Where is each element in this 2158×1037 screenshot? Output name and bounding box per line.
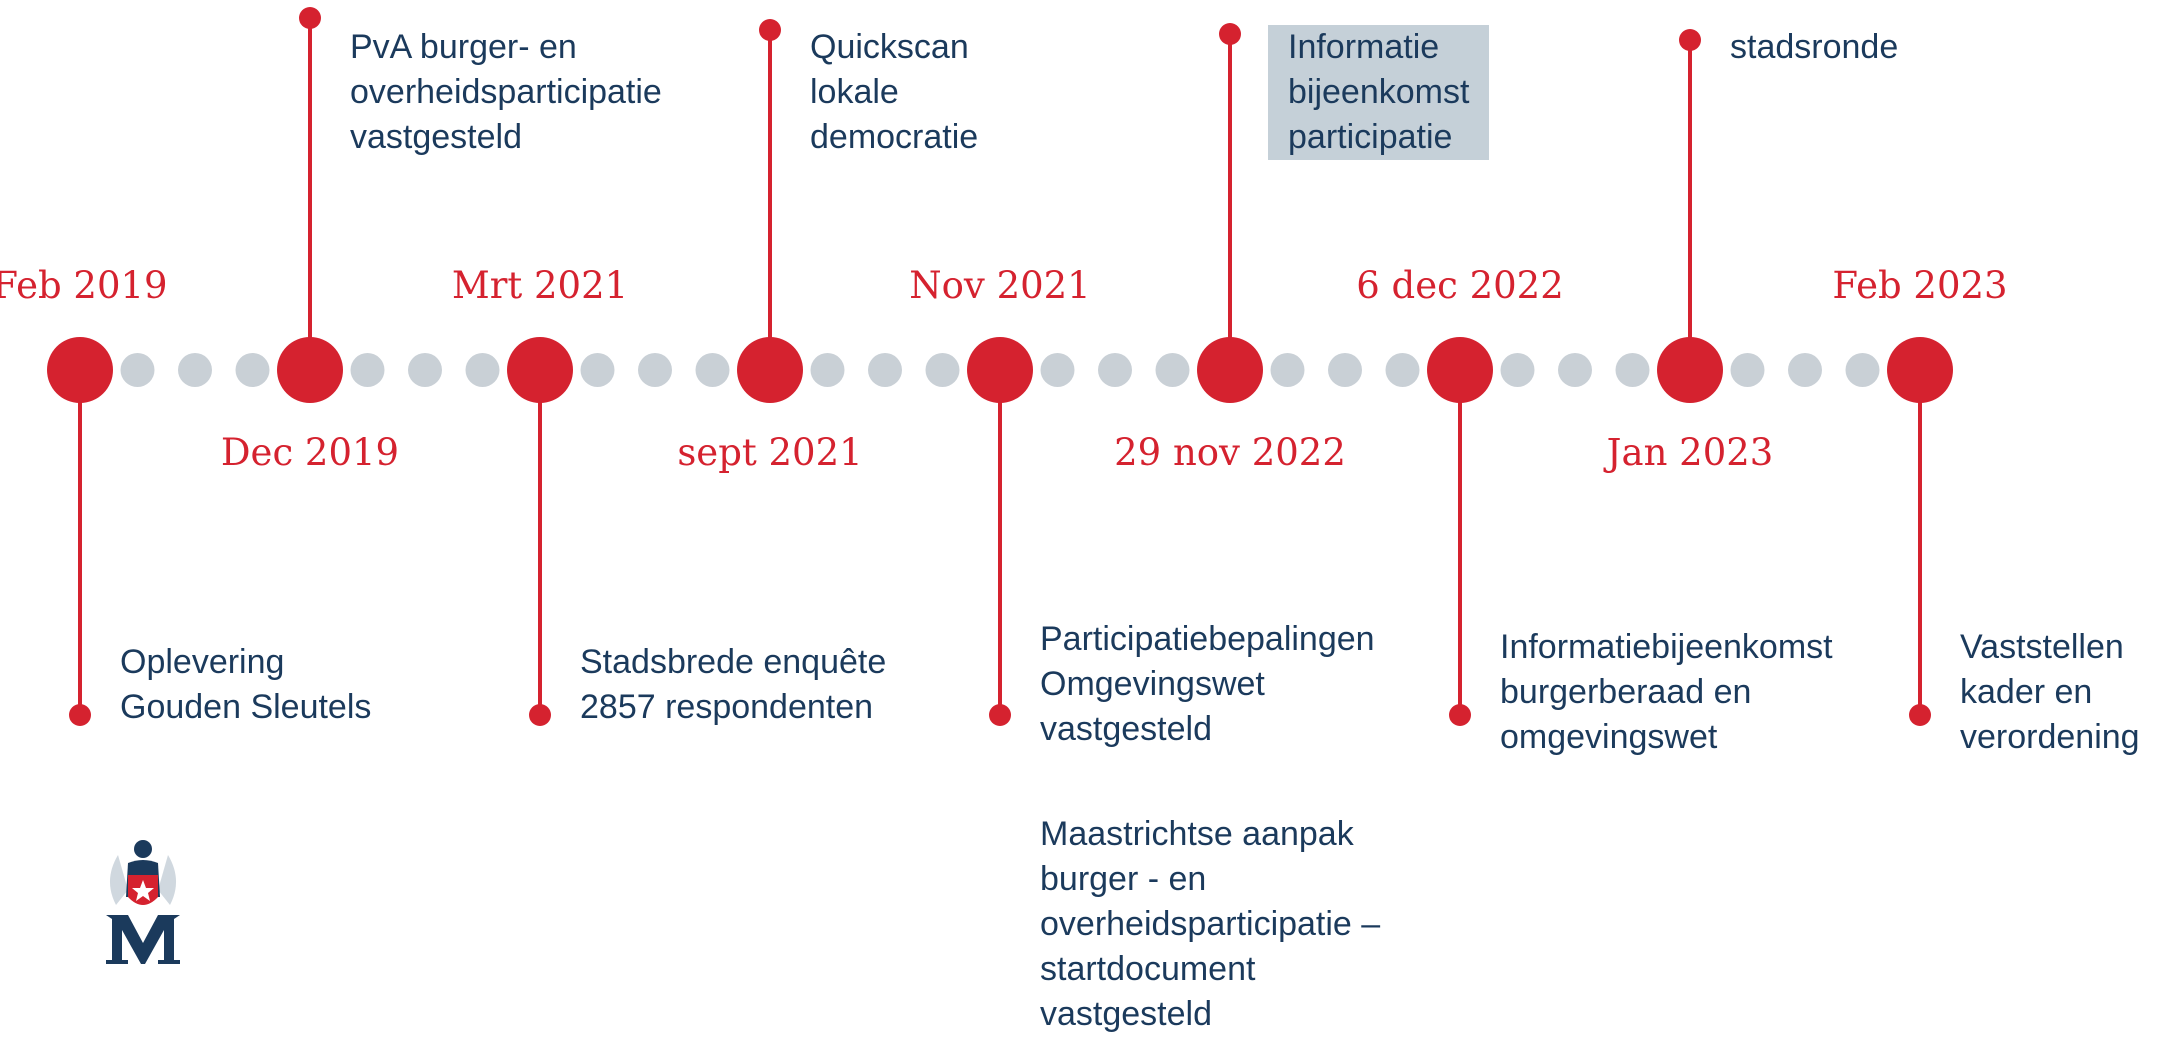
extra-note-text: Maastrichtse aanpak burger - en overheidsp… [1040, 812, 1380, 1037]
event-text-line: vastgesteld [1040, 710, 1212, 748]
event-text-line: Quickscan [810, 28, 969, 66]
connector-dot [1098, 353, 1132, 387]
event-text-line: Vaststellen [1960, 628, 2124, 666]
maastricht-logo [98, 835, 188, 965]
milestone-date: 6 dec 2022 [1356, 264, 1564, 307]
connector-dot [1155, 353, 1190, 387]
connector-dot [178, 353, 212, 387]
connector-dot [1385, 353, 1420, 387]
milestone-event-text: stadsronde [1730, 25, 1898, 70]
connector-dot [1500, 353, 1535, 387]
event-text-line: Stadsbrede enquête [580, 643, 887, 681]
milestone-dot [967, 337, 1033, 403]
event-text-line: PvA burger- en [350, 28, 577, 66]
milestone-date: Mrt 2021 [452, 264, 628, 307]
event-text-line: bijeenkomst [1288, 73, 1470, 111]
connector-dot [235, 353, 270, 387]
stem-end-dot [1219, 23, 1241, 45]
connector-dot [120, 353, 155, 387]
event-text-line: vastgesteld [350, 118, 522, 156]
milestone-date: sept 2021 [677, 431, 862, 474]
connector-dot [1328, 353, 1362, 387]
event-text-line: Omgevingswet [1040, 665, 1265, 703]
event-text-line: overheidsparticipatie [350, 73, 662, 111]
event-text-line: kader en [1960, 673, 2093, 711]
event-text-line: Participatiebepalingen [1040, 620, 1375, 658]
milestone-date: Jan 2023 [1603, 431, 1774, 474]
extra-note-line: vastgesteld [1040, 995, 1212, 1033]
milestone-date: 29 nov 2022 [1114, 431, 1346, 474]
stem-end-dot [1449, 704, 1471, 726]
connector-dot [925, 353, 960, 387]
event-text-line: 2857 respondenten [580, 688, 874, 726]
connector-dot [1845, 353, 1880, 387]
stem-end-dot [759, 19, 781, 41]
connector-dot [1730, 353, 1765, 387]
milestone-date: Feb 2019 [0, 264, 168, 307]
milestone-event-text: Stadsbrede enquête 2857 respondenten [580, 640, 886, 730]
milestone-dot [1197, 337, 1263, 403]
milestone-date: Dec 2019 [221, 431, 399, 474]
connector-dot [350, 353, 385, 387]
stem-end-dot [989, 704, 1011, 726]
extra-note-line: burger - en [1040, 860, 1207, 898]
event-text-line: democratie [810, 118, 979, 156]
connector-dot [1270, 353, 1305, 387]
event-text-line: stadsronde [1730, 28, 1899, 66]
stem-end-dot [1679, 29, 1701, 51]
stem-end-dot [299, 7, 321, 29]
connector-dot [1788, 353, 1822, 387]
event-text-line: omgevingswet [1500, 718, 1718, 756]
milestone-event-text: Quickscan lokale democratie [810, 25, 978, 160]
milestone-dot [737, 337, 803, 403]
connector-dot [408, 353, 442, 387]
milestone-event-text: Informatiebijeenkomst burgerberaad en omge… [1500, 625, 1833, 760]
event-text-line: participatie [1288, 118, 1453, 156]
event-text-line: Gouden Sleutels [120, 688, 372, 726]
connector-dot [810, 353, 845, 387]
milestone-stems [69, 7, 1931, 726]
event-text-line: Informatie [1288, 28, 1440, 66]
connector-dot [1615, 353, 1650, 387]
connector-dot [580, 353, 615, 387]
connector-dot [1558, 353, 1592, 387]
event-text-line: Informatiebijeenkomst [1500, 628, 1833, 666]
milestone-dot [1427, 337, 1493, 403]
extra-note-line: Maastrichtse aanpak [1040, 815, 1354, 853]
extra-note-line: startdocument [1040, 950, 1256, 988]
milestone-dot [1887, 337, 1953, 403]
milestone-event-text: Informatie bijeenkomst participatie [1268, 25, 1490, 160]
stem-end-dot [529, 704, 551, 726]
connector-dot [868, 353, 902, 387]
event-text-line: burgerberaad en [1500, 673, 1752, 711]
stem-end-dot [69, 704, 91, 726]
event-text-line: verordening [1960, 718, 2140, 756]
milestone-dots [47, 337, 1953, 403]
milestone-dot [277, 337, 343, 403]
stem-end-dot [1909, 704, 1931, 726]
connector-dot [638, 353, 672, 387]
event-text-line: lokale [810, 73, 899, 111]
connector-dots [120, 353, 1880, 387]
milestone-date: Feb 2023 [1832, 264, 2007, 307]
milestone-dot [1657, 337, 1723, 403]
milestone-date: Nov 2021 [909, 264, 1090, 307]
milestone-event-text: Vaststellen kader en verordening [1960, 625, 2140, 760]
extra-note-line: overheidsparticipatie – [1040, 905, 1381, 943]
milestone-dot [507, 337, 573, 403]
connector-dot [465, 353, 500, 387]
milestone-event-text: PvA burger- en overheidsparticipatie vastg… [350, 25, 662, 160]
milestone-dot [47, 337, 113, 403]
connector-dot [1040, 353, 1075, 387]
event-text-line: Oplevering [120, 643, 285, 681]
connector-dot [695, 353, 730, 387]
